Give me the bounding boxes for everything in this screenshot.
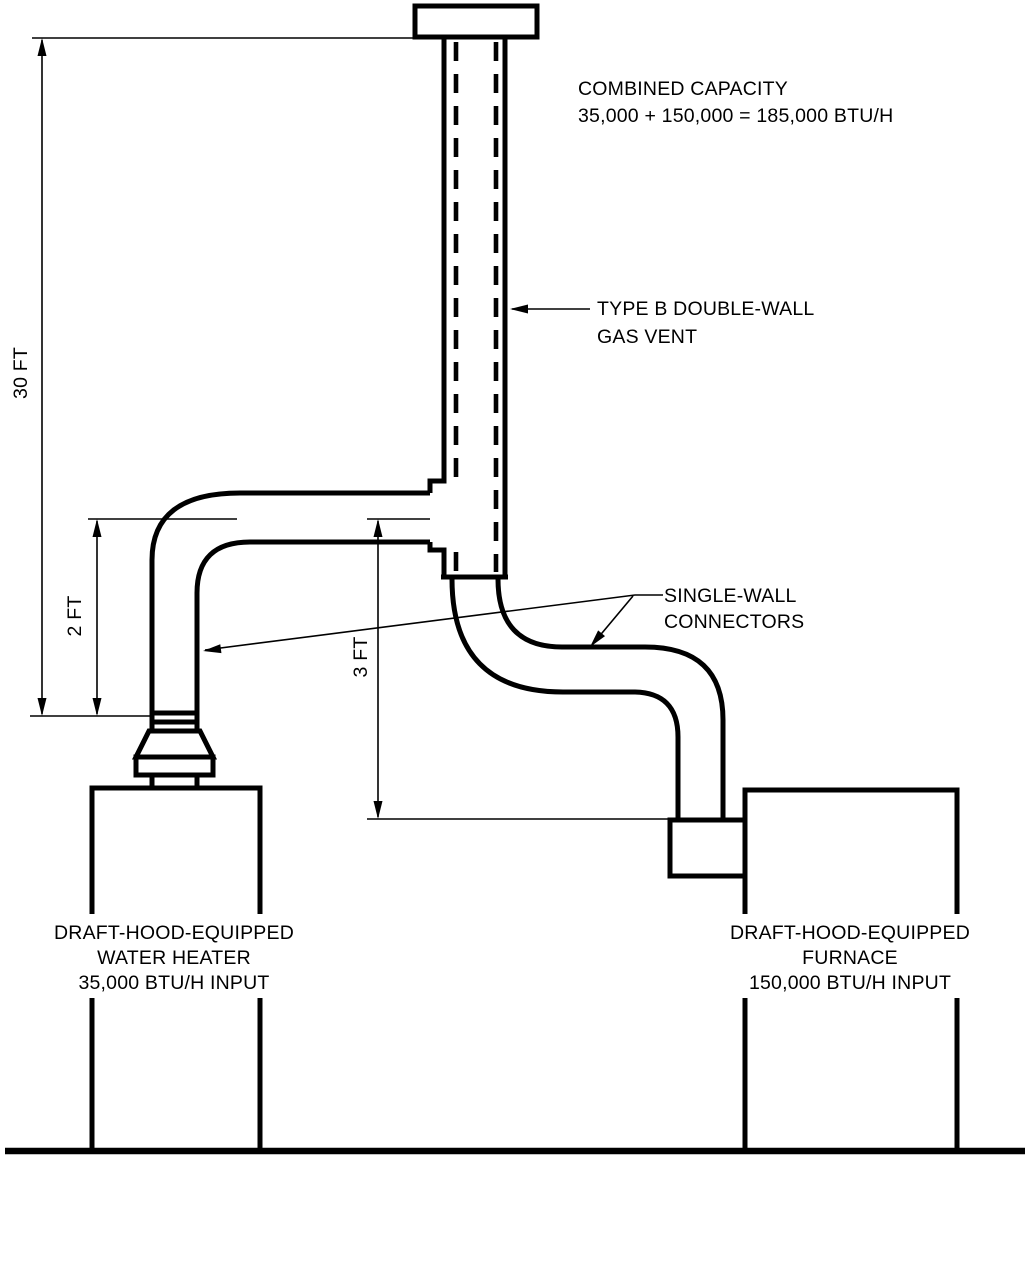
arrowhead-down-icon — [92, 698, 102, 716]
single-wall-label-line2: CONNECTORS — [664, 611, 804, 633]
gas-vent-callout: TYPE B DOUBLE-WALL GAS VENT — [510, 298, 814, 348]
single-wall-label-line1: SINGLE-WALL — [664, 585, 797, 607]
gas-vent-label-line2: GAS VENT — [597, 326, 697, 348]
water-heater-label-bg — [48, 914, 302, 998]
water-heater-draft-hood — [131, 710, 218, 788]
combined-capacity-line1: COMBINED CAPACITY — [578, 78, 788, 100]
combined-capacity-note: COMBINED CAPACITY 35,000 + 150,000 = 185… — [578, 78, 893, 127]
furnace-label-line2: FURNACE — [802, 947, 898, 969]
furnace-label-line1: DRAFT-HOOD-EQUIPPED — [730, 922, 970, 944]
draft-hood-skirt — [131, 728, 218, 760]
furnace-connector-lower-wall — [449, 578, 681, 821]
dim-30ft: 30 FT — [10, 38, 47, 716]
arrowhead-up-icon — [92, 519, 102, 537]
wh-connector-inner-wall — [194, 539, 430, 731]
type-b-gas-vent — [412, 3, 540, 580]
arrowhead-up-icon — [373, 519, 383, 537]
water-heater-label-line2: WATER HEATER — [97, 947, 251, 969]
water-heater-label-line1: DRAFT-HOOD-EQUIPPED — [54, 922, 294, 944]
water-heater-label-line3: 35,000 BTU/H INPUT — [78, 972, 269, 994]
arrowhead-down-icon — [373, 801, 383, 819]
arrowhead-left-icon — [203, 644, 222, 654]
arrowhead-left-icon — [510, 304, 528, 314]
arrowhead-up-icon — [37, 38, 47, 56]
furnace-label-bg — [728, 914, 972, 998]
arrowhead-down-icon — [37, 698, 47, 716]
vent-outer-wall-left-upper — [427, 37, 447, 493]
dim-3ft: 3 FT — [350, 519, 383, 819]
dim-30ft-label: 30 FT — [10, 347, 32, 399]
extension-lines — [30, 37, 668, 820]
dim-2ft: 2 FT — [64, 519, 102, 716]
furnace: DRAFT-HOOD-EQUIPPED FURNACE 150,000 BTU/… — [728, 787, 972, 1154]
furnace-label-line3: 150,000 BTU/H INPUT — [749, 972, 951, 994]
water-heater: DRAFT-HOOD-EQUIPPED WATER HEATER 35,000 … — [48, 785, 302, 1154]
draft-hood-collar — [133, 754, 216, 778]
dim-3ft-label: 3 FT — [350, 637, 372, 678]
furnace-collar — [667, 817, 748, 879]
connector-leader-long — [204, 594, 663, 651]
water-heater-connector — [149, 490, 430, 731]
furnace-connector-upper-wall — [495, 578, 726, 821]
vent-outer-wall-left-lower — [427, 542, 447, 577]
gas-vent-label-line1: TYPE B DOUBLE-WALL — [597, 298, 814, 320]
dim-2ft-label: 2 FT — [64, 596, 86, 637]
wh-connector-outer-wall — [149, 490, 430, 731]
combined-capacity-line2: 35,000 + 150,000 = 185,000 BTU/H — [578, 105, 893, 127]
single-wall-connectors-callout: SINGLE-WALL CONNECTORS — [203, 585, 804, 654]
arrowhead-down-left-icon — [590, 630, 606, 647]
vent-cap — [412, 3, 540, 40]
